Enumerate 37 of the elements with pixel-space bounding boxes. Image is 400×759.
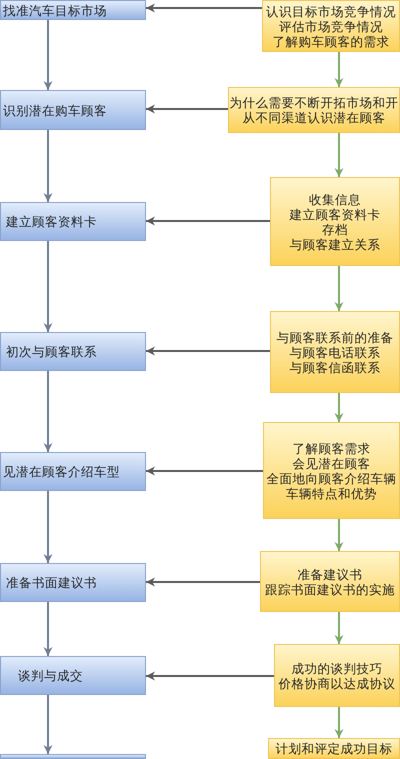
arrow [44, 20, 52, 90]
arrow [146, 466, 263, 476]
arrow [44, 241, 52, 332]
arrow [146, 346, 270, 356]
arrow [44, 695, 52, 754]
arrow [334, 393, 344, 422]
note-box: 为什么需要不断开拓市场和开 从不同渠道认识潜在顾客 [228, 87, 400, 133]
arrow [146, 578, 260, 586]
process-box: 识别潜在购车顾客 [0, 90, 146, 130]
process-box: 建立顾客资料卡 [0, 202, 146, 241]
note-box: 收集信息 建立顾客资料卡 存档 与顾客建立关系 [270, 177, 400, 266]
arrow [334, 707, 344, 738]
arrow [334, 133, 344, 177]
process-box: 见潜在顾客介绍车型 [0, 452, 146, 491]
note-box: 准备建议书 跟踪书面建议书的实施 [260, 551, 400, 612]
arrow [146, 104, 228, 114]
process-box: 谈判与成交 [0, 656, 146, 695]
note-box: 认识目标市场竞争情况 评估市场竞争情况 了解购车顾客的需求 [262, 0, 400, 52]
process-box: 找准汽车目标市场 [0, 0, 146, 20]
arrow [334, 612, 344, 644]
note-box: 成功的谈判技巧 价格协商以达成协议 [274, 644, 400, 707]
arrow [334, 266, 344, 311]
arrow [44, 371, 52, 452]
note-box: 与顾客联系前的准备 与顾客电话联系 与顾客信函联系 [270, 311, 400, 393]
process-box [0, 754, 146, 759]
arrow [334, 519, 344, 551]
process-box: 初次与顾客联系 [0, 332, 146, 371]
process-box: 准备书面建议书 [0, 563, 146, 602]
note-box: 了解顾客需求 会见潜在顾客 全面地向顾客介绍车辆 车辆特点和优势 [263, 422, 400, 519]
arrow [146, 672, 274, 680]
arrow [334, 52, 344, 87]
arrow [146, 4, 262, 12]
arrow [44, 130, 52, 202]
arrow [44, 602, 52, 656]
arrow [44, 491, 52, 563]
note-box: 计划和评定成功目标 [268, 738, 400, 759]
arrow [146, 216, 270, 226]
